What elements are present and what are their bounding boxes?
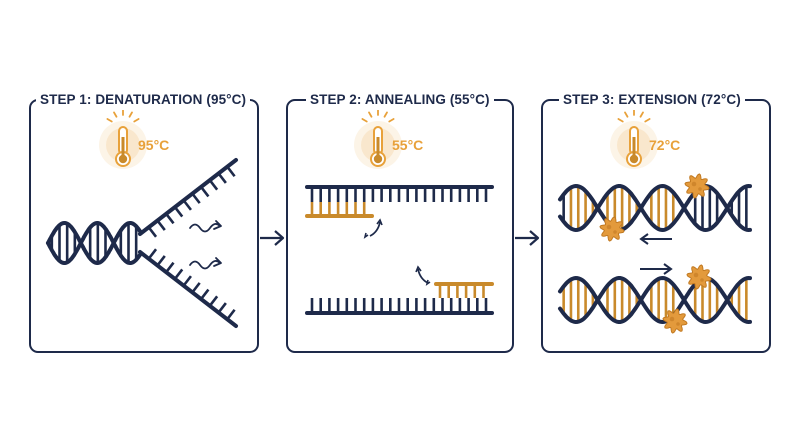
flow-arrow-1 — [260, 230, 285, 246]
step1-helix-strand-a — [46, 221, 142, 265]
anneal-arrow-2 — [415, 265, 431, 286]
anneal-arrow-1 — [363, 218, 383, 239]
polymerase-3 — [686, 264, 712, 290]
step3-graphics — [558, 173, 752, 334]
step3-helix-bottom-rungs — [562, 278, 748, 322]
thermometer-icon-3 — [610, 109, 658, 169]
step3-title: STEP 3: EXTENSION (72°C) — [559, 90, 745, 110]
step1-lower-strand — [138, 248, 238, 328]
step3-helix-top-strand-a — [558, 183, 752, 233]
step1-helix-strand-b — [46, 221, 142, 265]
flow-arrow-2 — [515, 230, 540, 246]
step1-helix-rungs — [50, 223, 138, 263]
thermometer-icon-2 — [354, 109, 402, 169]
heat-wave-1 — [189, 220, 222, 233]
step3-temperature: 72°C — [649, 137, 681, 153]
flow-arrows — [260, 230, 540, 246]
direction-arrow-left — [639, 233, 672, 245]
step3-helix-bottom-strand-a — [558, 275, 752, 325]
direction-arrow-right — [640, 263, 673, 275]
step3-helix-top-strand-b — [558, 183, 752, 233]
primer-top — [305, 202, 374, 218]
template-strand-top — [305, 185, 494, 202]
step3-helix-top-rungs — [562, 186, 748, 230]
step2-temperature: 55°C — [392, 137, 424, 153]
step2-graphics — [305, 185, 494, 315]
step1-graphics — [46, 158, 238, 328]
heat-wave-2 — [189, 257, 222, 270]
thermometer-icon-1 — [99, 109, 147, 169]
primer-bottom — [434, 282, 494, 298]
polymerase-4 — [662, 308, 688, 334]
step1-title: STEP 1: DENATURATION (95°C) — [36, 90, 251, 110]
step1-temperature: 95°C — [138, 137, 170, 153]
step2-title: STEP 2: ANNEALING (55°C) — [306, 90, 494, 110]
template-strand-bottom — [305, 298, 494, 315]
step3-helix-bottom-strand-b — [558, 275, 752, 325]
polymerase-2 — [599, 216, 625, 242]
step1-upper-strand — [138, 158, 238, 238]
polymerase-1 — [684, 173, 710, 199]
thermometers — [99, 109, 658, 169]
